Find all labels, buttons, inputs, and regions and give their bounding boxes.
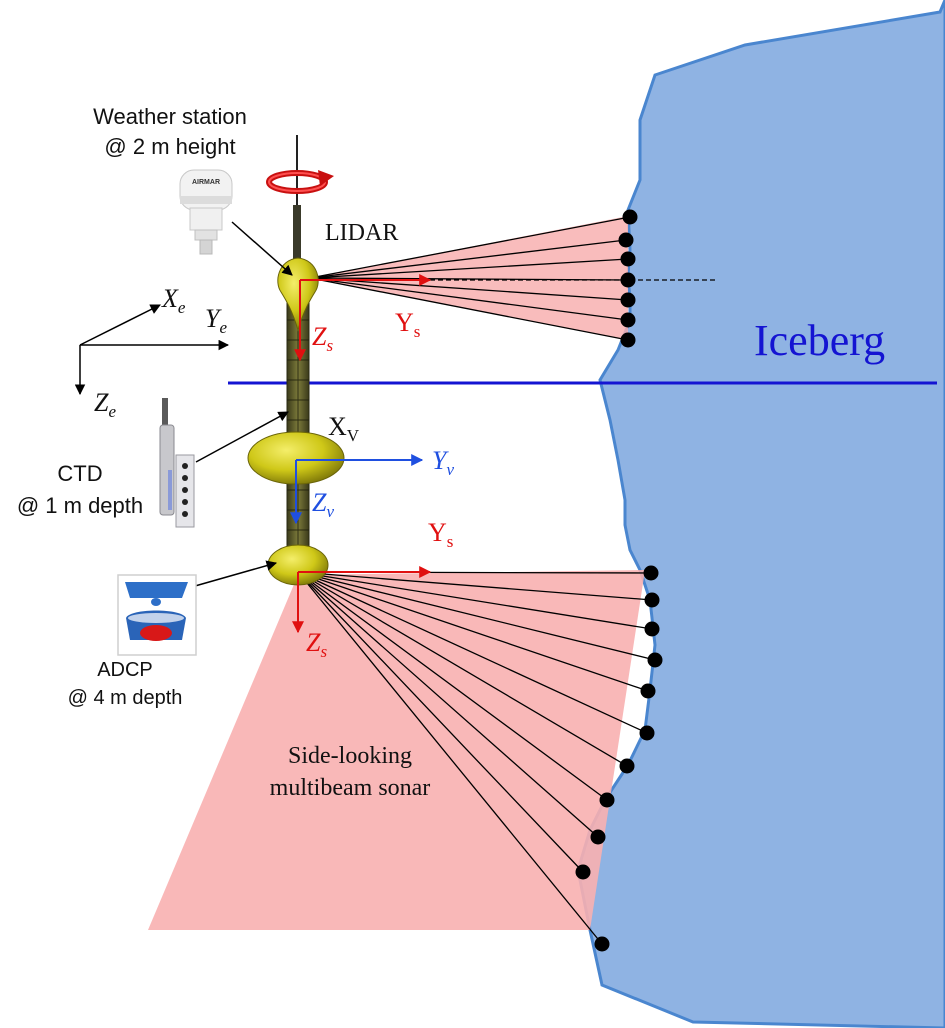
sonar-label-line2: multibeam sonar (269, 775, 431, 801)
lidar-y-sub: s (413, 322, 421, 342)
sonar-z-axis-label: Zs (306, 628, 327, 662)
adcp-icon (117, 574, 197, 656)
earth-y-sub: e (219, 318, 228, 338)
lidar-y-letter: Y (395, 308, 414, 337)
lidar-hit-points (618, 209, 638, 348)
adcp-label: ADCP @ 4 m depth (40, 656, 210, 712)
earth-x-letter: X (162, 284, 178, 313)
weather-station-label: Weather station @ 2 m height (70, 102, 270, 162)
vehicle-x-letter: X (328, 412, 347, 441)
sonar-y-letter: Y (428, 518, 447, 547)
sonar-label: Side-looking multibeam sonar (250, 740, 450, 804)
vehicle-z-letter: Z (312, 488, 327, 517)
lidar-z-sub: s (326, 336, 334, 356)
sonar-z-letter: Z (306, 628, 321, 657)
rotation-arrow-icon (266, 170, 334, 194)
vehicle-y-letter: Y (432, 446, 447, 475)
weather-station-icon: AIRMAR (179, 169, 233, 255)
vehicle-frame-axes (290, 454, 424, 525)
vehicle-z-sub: v (326, 502, 335, 522)
earth-z-sub: e (108, 402, 117, 422)
iceberg-label: Iceberg (754, 316, 886, 365)
earth-x-sub: e (177, 298, 186, 318)
vehicle-y-sub: v (446, 460, 455, 480)
buoy-vehicle (247, 135, 345, 586)
sonar-z-sub: s (320, 642, 328, 662)
weather-station-label-line2: @ 2 m height (104, 134, 236, 159)
earth-frame-axes (74, 304, 230, 396)
ctd-label-line2: @ 1 m depth (16, 493, 144, 518)
vehicle-y-axis-label: Yv (432, 446, 454, 480)
adcp-label-line1: ADCP (97, 659, 153, 681)
earth-z-axis-label: Ze (94, 388, 116, 422)
adcp-label-line2: @ 4 m depth (67, 687, 183, 709)
earth-y-axis-label: Ye (205, 304, 227, 338)
callout-lines (187, 221, 293, 589)
lidar-z-letter: Z (312, 322, 327, 351)
earth-z-letter: Z (94, 388, 109, 417)
sonar-label-line1: Side-looking (288, 743, 412, 769)
ctd-label: CTD @ 1 m depth (0, 458, 160, 522)
lidar-frame-axes (294, 274, 432, 362)
vehicle-x-axis-label: XV (328, 412, 359, 446)
vehicle-z-axis-label: Zv (312, 488, 334, 522)
lidar-z-axis-label: Zs (312, 322, 333, 356)
sonar-beam-fan (148, 570, 645, 930)
sonar-frame-axes (292, 566, 432, 634)
airmar-label: AIRMAR (192, 179, 220, 186)
sonar-hit-points (575, 565, 663, 952)
ctd-label-line1: CTD (57, 461, 103, 486)
ctd-probe-icon (159, 398, 195, 528)
earth-y-letter: Y (205, 304, 220, 333)
iceberg-shape (576, 0, 945, 1028)
earth-x-axis-label: Xe (162, 284, 185, 318)
sonar-y-sub: s (446, 532, 454, 552)
lidar-y-axis-label: Ys (395, 308, 420, 342)
lidar-label: LIDAR (325, 220, 399, 246)
weather-station-label-line1: Weather station (93, 104, 247, 129)
sonar-y-axis-label: Ys (428, 518, 453, 552)
vehicle-x-sub: V (346, 426, 360, 446)
